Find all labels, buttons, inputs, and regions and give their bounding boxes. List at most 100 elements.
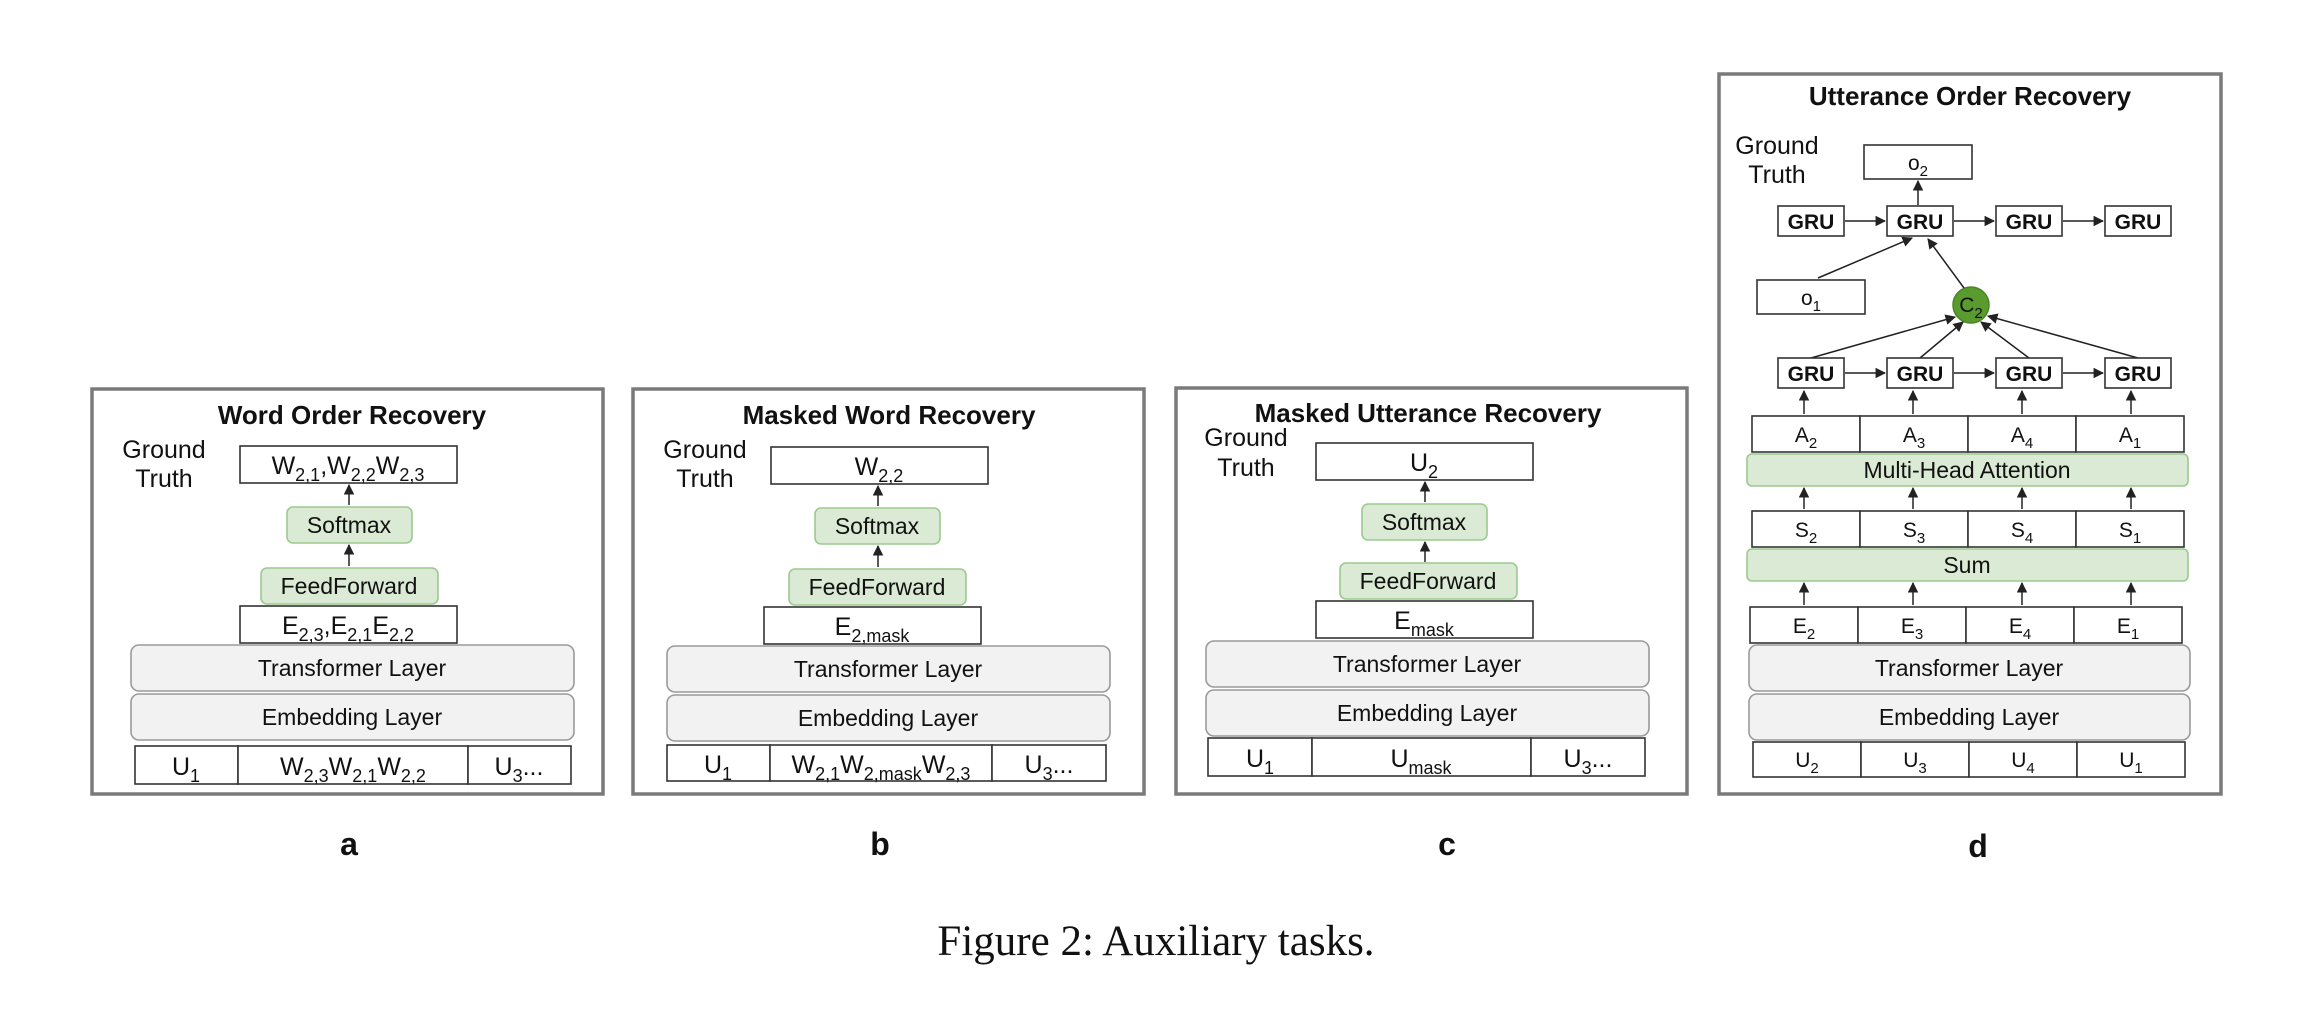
panel-a-input-2-text: W2,3​W2,1​W2,2​ bbox=[280, 753, 426, 786]
panel-d-context-node bbox=[1952, 286, 1990, 324]
panel-d-attn-out-1 bbox=[1751, 415, 1861, 453]
panel-b-softmax-box bbox=[814, 507, 941, 545]
panel-d-sum-row: S2​ S3​ S4​ S1​ bbox=[1751, 510, 2185, 548]
panel-d-input-row: U2​ U3​ U4​ U1​ bbox=[1752, 741, 2186, 778]
panel-a-feedforward-label: FeedForward bbox=[281, 573, 418, 599]
panel-d-prev-output-text: o1​ bbox=[1801, 287, 1821, 315]
panel-d-input-cell-2-text: U3​ bbox=[1903, 749, 1927, 777]
panel-d-multihead-label: Multi-Head Attention bbox=[1863, 457, 2070, 483]
panel-a-output-box bbox=[239, 445, 458, 484]
panel-d-prev-output-box bbox=[1756, 279, 1866, 315]
panel-d-input-cell-1-text: U2​ bbox=[1795, 749, 1819, 777]
panel-c-softmax-label: Softmax bbox=[1382, 509, 1467, 535]
panel-d-embed-cell-4 bbox=[2073, 606, 2183, 644]
panel-a-softmax-box bbox=[286, 506, 413, 544]
panel-d-embedding-layer bbox=[1748, 693, 2191, 741]
panel-d-top-gru-row: GRU GRU GRU GRU bbox=[1777, 205, 2172, 237]
panel-a: Word Order Recovery Ground Truth W2,1​,W… bbox=[90, 387, 605, 796]
panel-a-truth-label: Truth bbox=[135, 465, 192, 493]
panel-c-input-3-text: U3​... bbox=[1564, 745, 1613, 778]
panel-c-feedforward-label: FeedForward bbox=[1360, 568, 1497, 594]
panel-d-attn-line-4 bbox=[1986, 313, 2139, 359]
panel-d-top-gru-3 bbox=[1995, 205, 2063, 237]
panel-d-bottom-gru-4-label: GRU bbox=[2115, 363, 2162, 386]
panel-a-letter: a bbox=[340, 826, 358, 862]
panel-d-sum-cell-1-text: S2​ bbox=[1795, 519, 1817, 547]
panel-b-embedding-label: Embedding Layer bbox=[798, 705, 979, 731]
panel-a-embed-token-text: E2,3​,E2,1​E2,2​ bbox=[282, 612, 414, 645]
panel-d-letter: d bbox=[1968, 828, 1988, 864]
panel-d-bottom-gru-1 bbox=[1777, 357, 1845, 389]
panel-c-input-2 bbox=[1311, 737, 1532, 777]
figure-caption: Figure 2: Auxiliary tasks. bbox=[937, 918, 1374, 965]
panel-d-input-cell-4-text: U1​ bbox=[2119, 749, 2143, 777]
panel-d-sum-cell-2 bbox=[1859, 510, 1969, 548]
panel-d-transformer-label: Transformer Layer bbox=[1875, 655, 2064, 681]
panel-d-sum-label: Sum bbox=[1943, 552, 1990, 578]
panel-c-transformer-label: Transformer Layer bbox=[1333, 651, 1522, 677]
panel-d-sum-cell-4 bbox=[2075, 510, 2185, 548]
panel-b-embed-token-text: E2,mask​ bbox=[835, 613, 911, 646]
panel-c-feedforward-box bbox=[1339, 562, 1518, 600]
panel-c-transformer-layer bbox=[1205, 640, 1650, 688]
panel-d-embed-cell-1-text: E2​ bbox=[1793, 615, 1815, 643]
panel-d-bottom-gru-2-label: GRU bbox=[1897, 363, 1944, 386]
panel-c: Masked Utterance Recovery Ground Truth U… bbox=[1174, 386, 1689, 796]
panel-d-arrow-prev-to-gru bbox=[1817, 236, 1913, 279]
panel-a-transformer-label: Transformer Layer bbox=[258, 655, 447, 681]
panel-c-letter: c bbox=[1438, 826, 1456, 862]
panel-d-sum-bar bbox=[1746, 548, 2189, 582]
panel-d-context-node-label: C2​ bbox=[1959, 294, 1983, 322]
panel-d-bottom-gru-3-label: GRU bbox=[2006, 363, 2053, 386]
panel-b-truth-label: Truth bbox=[676, 465, 733, 493]
panel-b-input-1-text: U1​ bbox=[704, 751, 732, 784]
panel-a-input-2 bbox=[237, 745, 469, 785]
panel-d-bottom-gru-row: GRU GRU GRU GRU bbox=[1777, 357, 2172, 389]
panel-d-top-gru-2 bbox=[1886, 205, 1954, 237]
panel-c-output-box bbox=[1315, 442, 1534, 481]
panel-d-arrow-context-to-gru bbox=[1927, 238, 1965, 289]
panel-c-ground-label: Ground bbox=[1204, 424, 1287, 452]
panel-c-output-text: U2​ bbox=[1410, 449, 1438, 482]
panel-d-embed-cell-1 bbox=[1749, 606, 1859, 644]
panel-d-truth-label: Truth bbox=[1748, 161, 1805, 189]
panel-c-input-1-text: U1​ bbox=[1246, 745, 1274, 778]
panel-c-embed-token-box bbox=[1315, 600, 1534, 639]
panel-d-embed-cell-4-text: E1​ bbox=[2117, 615, 2139, 643]
panel-c-softmax-box bbox=[1361, 503, 1488, 541]
panel-d-multihead-attention bbox=[1746, 453, 2189, 487]
panel-b-transformer-label: Transformer Layer bbox=[794, 656, 983, 682]
panel-b-input-2-text: W2,1​W2,mask​W2,3​ bbox=[792, 751, 971, 784]
panel-d-attn-out-2-text: A3​ bbox=[1903, 424, 1925, 452]
panel-d-top-gru-3-label: GRU bbox=[2006, 211, 2053, 234]
panel-a-title: Word Order Recovery bbox=[218, 400, 487, 430]
panel-d-sum-cell-1 bbox=[1751, 510, 1861, 548]
panel-d-input-cell-3 bbox=[1968, 741, 2078, 778]
panel-a-feedforward-box bbox=[260, 567, 439, 605]
panel-d-bottom-gru-2 bbox=[1886, 357, 1954, 389]
panel-d-attn-line-3 bbox=[1980, 321, 2030, 359]
panel-d-attn-out-1-text: A2​ bbox=[1795, 424, 1817, 452]
panel-d-top-gru-4 bbox=[2104, 205, 2172, 237]
panel-d-sum-cell-2-text: S3​ bbox=[1903, 519, 1925, 547]
panel-d-attn-out-4-text: A1​ bbox=[2119, 424, 2141, 452]
panel-d-top-gru-1 bbox=[1777, 205, 1845, 237]
panel-d-top-gru-1-label: GRU bbox=[1788, 211, 1835, 234]
panel-d-bottom-gru-3 bbox=[1995, 357, 2063, 389]
panel-d-embed-cell-2 bbox=[1857, 606, 1967, 644]
panel-d-sum-cell-4-text: S1​ bbox=[2119, 519, 2141, 547]
panel-b-ground-label: Ground bbox=[663, 436, 746, 464]
panel-c-truth-label: Truth bbox=[1217, 454, 1274, 482]
panel-b-title: Masked Word Recovery bbox=[743, 400, 1036, 430]
panel-a-embed-token-box bbox=[239, 605, 458, 644]
panel-d-attn-out-3-text: A4​ bbox=[2011, 424, 2033, 452]
panel-a-embedding-layer bbox=[130, 693, 575, 741]
panel-b-softmax-label: Softmax bbox=[835, 513, 920, 539]
panel-c-title: Masked Utterance Recovery bbox=[1255, 398, 1602, 428]
panel-a-softmax-label: Softmax bbox=[307, 512, 392, 538]
panel-b-output-text: W2,2​ bbox=[855, 453, 904, 486]
panel-d-top-gru-4-label: GRU bbox=[2115, 211, 2162, 234]
panel-b-output-box bbox=[770, 446, 989, 485]
panel-d-attn-line-1 bbox=[1810, 314, 1957, 359]
panel-c-input-2-text: Umask​ bbox=[1390, 745, 1452, 778]
